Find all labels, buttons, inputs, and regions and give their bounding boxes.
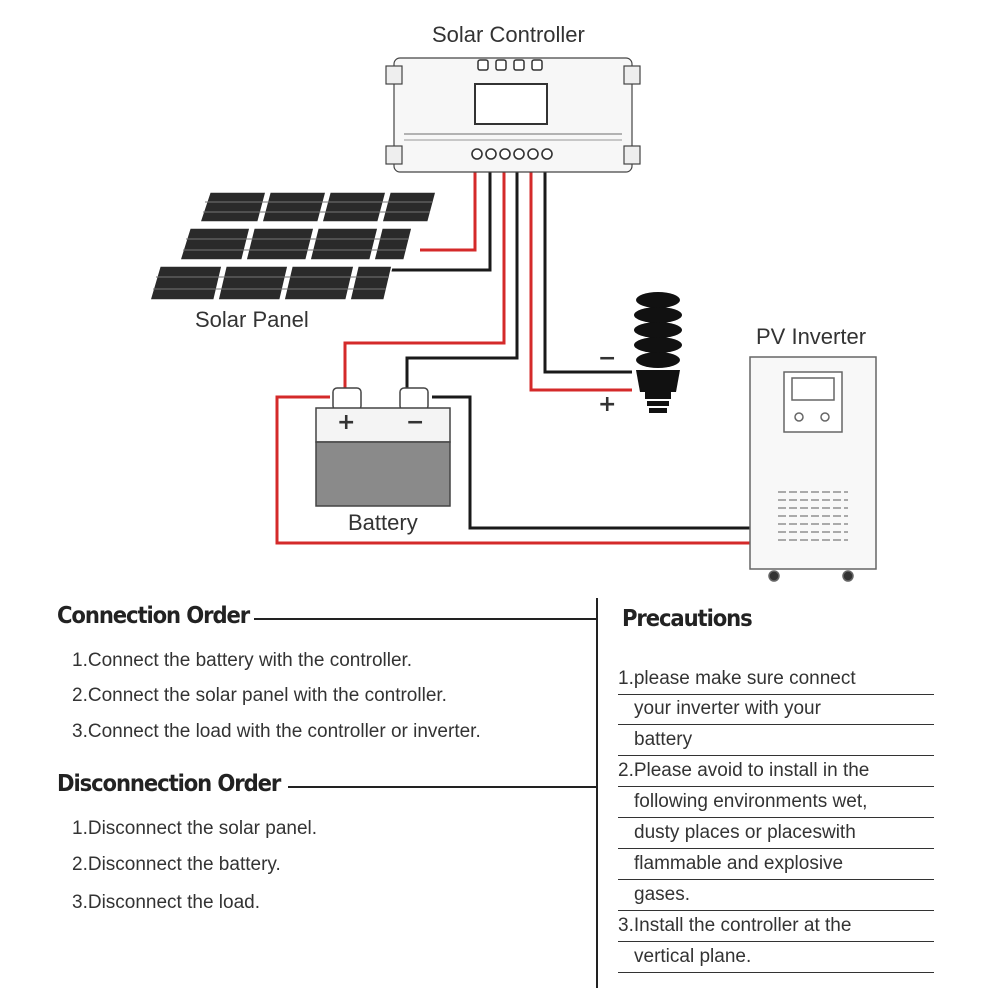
- disconnection-order-rule: [288, 786, 596, 788]
- precaution-line-7: flammable and explosive: [618, 849, 934, 880]
- disconnection-step-1: 1.Disconnect the solar panel.: [72, 818, 318, 839]
- precaution-line-1: 1.please make sure connect: [618, 664, 934, 695]
- inverter-label: PV Inverter: [756, 324, 867, 349]
- battery-positive-wire: [343, 172, 506, 395]
- wiring-diagram: Solar Controller Solar Panel Battery PV …: [148, 22, 877, 582]
- load-minus-sign: −: [598, 346, 617, 371]
- precaution-line-3: battery: [618, 725, 934, 756]
- connection-step-2: 2.Connect the solar panel with the contr…: [72, 685, 447, 706]
- load-negative-wire: [543, 172, 632, 374]
- connection-step-1: 1.Connect the battery with the controlle…: [72, 650, 413, 671]
- precaution-line-10: vertical plane.: [618, 942, 934, 973]
- inverter-negative-wire: [432, 395, 750, 530]
- disconnection-step-3: 3.Disconnect the load.: [72, 892, 261, 913]
- panel-positive-wire: [420, 172, 477, 252]
- precaution-line-9: 3.Install the controller at the: [618, 911, 934, 942]
- battery: [315, 387, 451, 507]
- precaution-line-5: following environments wet,: [618, 787, 934, 818]
- battery-negative-wire: [405, 172, 519, 395]
- solar-panel-label: Solar Panel: [195, 307, 309, 332]
- precaution-line-2: your inverter with your: [618, 694, 934, 725]
- panel-negative-wire: [385, 172, 492, 272]
- connection-step-3: 3.Connect the load with the controller o…: [72, 721, 481, 742]
- battery-minus-sign: −: [406, 410, 425, 435]
- disconnection-order-title: Disconnection Order: [57, 771, 281, 797]
- connection-order-rule: [254, 618, 596, 620]
- precaution-line-6: dusty places or placeswith: [618, 818, 934, 849]
- inverter-positive-wire: [275, 395, 750, 545]
- bulb-load: [634, 292, 682, 413]
- battery-label: Battery: [348, 510, 418, 535]
- load-plus-sign: +: [598, 392, 617, 417]
- load-positive-wire: [529, 172, 632, 392]
- disconnection-step-2: 2.Disconnect the battery.: [72, 854, 281, 875]
- precautions-title: Precautions: [622, 606, 753, 632]
- section-divider: [596, 598, 598, 988]
- battery-plus-sign: +: [337, 410, 356, 435]
- controller-label: Solar Controller: [432, 22, 585, 47]
- wiring-svg: [148, 57, 877, 582]
- connection-order-title: Connection Order: [57, 603, 250, 629]
- solar-controller: [385, 57, 641, 173]
- precaution-line-4: 2.Please avoid to install in the: [618, 756, 934, 787]
- pv-inverter: [749, 356, 877, 582]
- precaution-line-8: gases.: [618, 880, 934, 911]
- solar-panel: [148, 191, 437, 301]
